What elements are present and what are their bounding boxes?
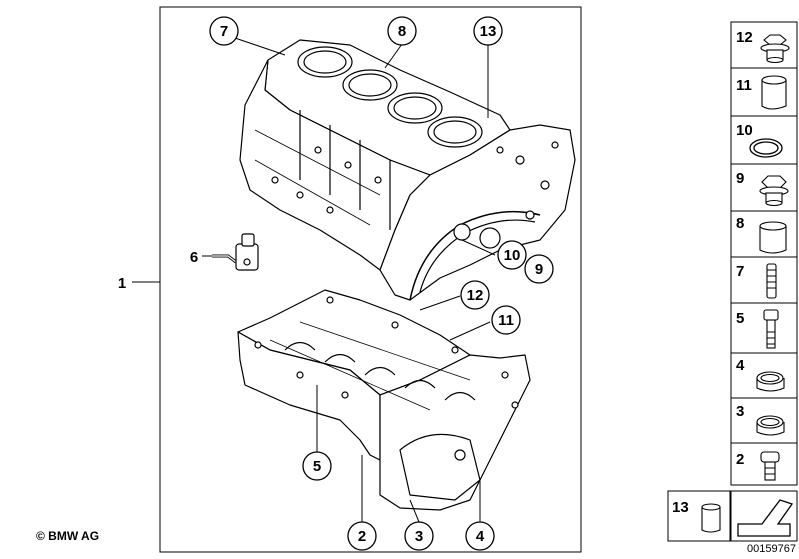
sidebar-item-5: 5 [736, 309, 779, 349]
assembly-frame [159, 6, 582, 553]
cylinder-block [239, 39, 576, 301]
svg-text:12: 12 [467, 287, 484, 304]
svg-text:9: 9 [535, 261, 543, 278]
callout-13: 13 [473, 16, 503, 46]
sleeve-11-icon [761, 75, 787, 110]
sidebar-item-4: 4 [736, 357, 785, 392]
svg-text:6: 6 [190, 249, 198, 266]
callout-8: 8 [387, 16, 417, 46]
svg-text:4: 4 [736, 357, 745, 374]
svg-text:7: 7 [736, 263, 744, 280]
svg-text:2: 2 [736, 451, 744, 468]
sleeve-3-icon [756, 415, 785, 436]
copyright: © BMW AG [36, 529, 99, 543]
callout-5: 5 [302, 451, 332, 481]
direction-arrow-icon [737, 499, 794, 537]
callout-9: 9 [524, 254, 554, 284]
bedplate [237, 289, 531, 511]
sidebar-item-11: 11 [736, 75, 787, 110]
svg-text:13: 13 [480, 23, 497, 40]
sidebar-item-8: 8 [736, 215, 787, 254]
bolt-2-icon [760, 451, 780, 481]
sidebar-item-13-label: 13 [672, 499, 689, 516]
svg-text:12: 12 [736, 29, 753, 46]
svg-text:9: 9 [736, 170, 744, 187]
callout-10: 10 [497, 240, 527, 270]
screw-plug-9-icon [759, 175, 789, 207]
callout-6: 6 [190, 249, 198, 266]
assembly-label: 1 [118, 275, 126, 292]
sidebar-item-12: 12 [736, 29, 790, 64]
svg-text:11: 11 [736, 77, 752, 94]
screw-plug-12-icon [760, 34, 790, 64]
bolt-5-icon [763, 309, 779, 349]
svg-text:5: 5 [313, 458, 321, 475]
svg-text:5: 5 [736, 310, 744, 327]
oil-pipe [212, 233, 259, 271]
callout-4: 4 [465, 521, 495, 551]
sleeve-8-icon [759, 221, 787, 254]
leader-lines [202, 37, 496, 523]
sidebar-item-10: 10 [736, 122, 783, 158]
callout-2: 2 [347, 521, 377, 551]
sidebar-item-7: 7 [736, 263, 777, 299]
svg-text:10: 10 [504, 247, 521, 264]
sidebar-item-2: 2 [736, 451, 780, 481]
sidebar-bottom: 13 [667, 490, 798, 542]
doc-number: 00159767 [747, 543, 796, 555]
callout-12: 12 [460, 280, 490, 310]
dowel-13-icon [701, 503, 721, 533]
svg-text:4: 4 [476, 528, 485, 545]
stud-7-icon [766, 263, 777, 299]
callout-3: 3 [404, 521, 434, 551]
sidebar-item-9: 9 [736, 170, 789, 207]
svg-text:11: 11 [498, 312, 514, 329]
svg-text:10: 10 [736, 122, 753, 139]
callout-7: 7 [209, 16, 239, 46]
callout-11: 11 [491, 305, 521, 335]
sleeve-4-icon [756, 371, 785, 392]
svg-text:2: 2 [358, 528, 366, 545]
sidebar-item-3: 3 [736, 403, 785, 436]
svg-text:7: 7 [220, 23, 228, 40]
seal-ring-10-icon [749, 138, 783, 158]
svg-text:8: 8 [736, 215, 744, 232]
svg-text:3: 3 [736, 403, 744, 420]
svg-text:8: 8 [398, 23, 406, 40]
svg-text:3: 3 [415, 528, 423, 545]
